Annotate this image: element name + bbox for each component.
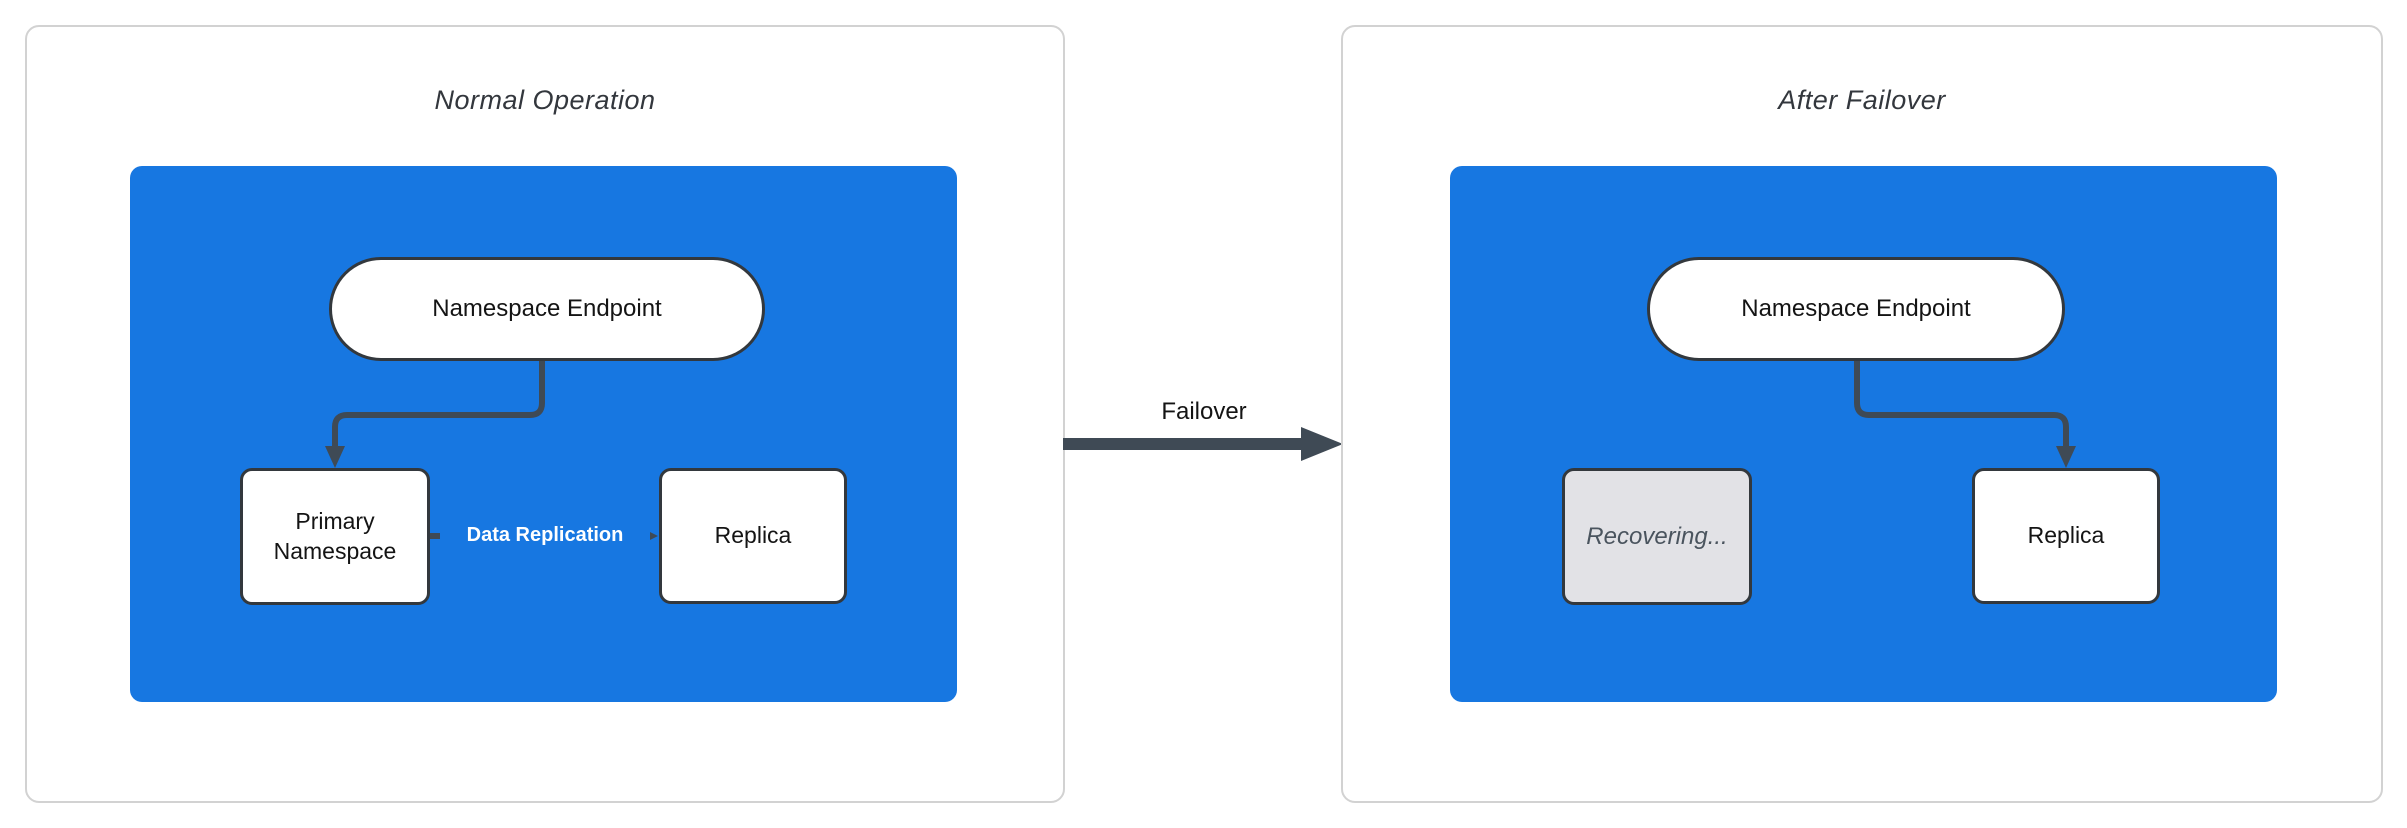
namespace-container-failover: Namespace Endpoint Recovering... Replica (1450, 166, 2277, 702)
node-replica-failover: Replica (1972, 468, 2160, 604)
failover-arrow-label: Failover (1161, 398, 1247, 425)
node-replica-normal: Replica (659, 468, 847, 604)
panel-title-normal-operation: Normal Operation (434, 85, 656, 115)
edge-endpoint-to-primary (332, 361, 545, 448)
connector-lines-failover (1854, 361, 2076, 468)
node-recovering: Recovering... (1562, 468, 1752, 605)
edge-endpoint-to-replica (1854, 361, 2069, 448)
connector-lines-normal (325, 361, 658, 547)
arrowhead-endpoint-to-primary (325, 446, 345, 468)
failover-arrow (1063, 427, 1343, 461)
failover-arrowhead (1301, 427, 1343, 461)
node-primary-namespace: Primary Namespace (240, 468, 430, 605)
panel-after-failover: After Failover Namespace Endpoint Recove… (1341, 25, 2383, 803)
node-namespace-endpoint-failover: Namespace Endpoint (1647, 257, 2065, 361)
panel-title-after-failover: After Failover (1778, 85, 1946, 115)
arrowhead-endpoint-to-replica (2056, 446, 2076, 468)
namespace-container-normal: Namespace Endpoint Primary Namespace Rep… (130, 166, 957, 702)
panel-normal-operation: Normal Operation Namespace Endpoint Prim… (25, 25, 1065, 803)
node-namespace-endpoint-normal: Namespace Endpoint (329, 257, 765, 361)
edge-label-data-replication: Data Replication (440, 522, 650, 549)
